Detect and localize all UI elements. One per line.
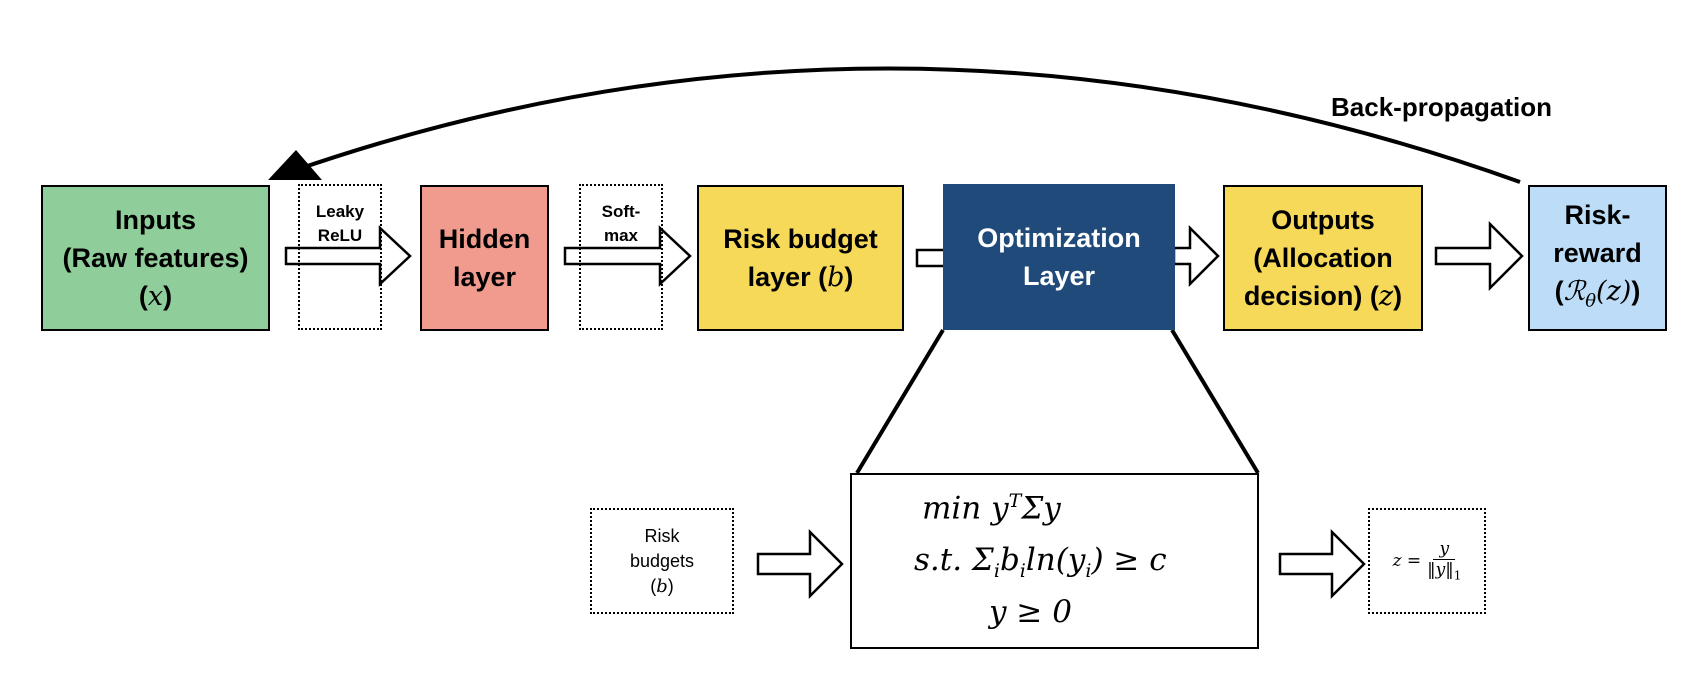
risk-budgets-open: ( [650, 575, 657, 596]
risk-budget-close: ) [844, 261, 854, 292]
formula-nonneg-text: y ≥ 0 [989, 594, 1072, 630]
outputs-line3: decision) (z) [1244, 277, 1402, 316]
zoom-line-right [1170, 328, 1260, 475]
softmax-box: Soft- max [579, 184, 663, 330]
inputs-node: Inputs (Raw features) (x) [41, 185, 270, 331]
arrow-outputs-to-riskreward [1434, 220, 1524, 292]
leaky-relu-line1: Leaky [315, 202, 365, 221]
normalization-den-text: ‖y‖ [1427, 560, 1454, 581]
arrow-optimization-to-outputs [1172, 224, 1220, 288]
optimization-formula-box [850, 473, 1259, 649]
formula-objective: min yTΣy [922, 490, 1061, 526]
inputs-var-x: x [147, 280, 164, 312]
backprop-arrowhead [268, 150, 322, 180]
normalization-lhs: z = [1392, 551, 1422, 571]
risk-reward-line2: reward [1553, 237, 1642, 268]
risk-reward-symbol: ℛ [1563, 275, 1586, 307]
formula-constraint-sub3: i [1085, 560, 1092, 583]
risk-budgets-box: Risk budgets (b) [590, 508, 734, 614]
risk-budget-var-b: b [827, 261, 845, 293]
normalization-box: z = y ‖y‖1 [1368, 508, 1486, 614]
leaky-relu-box: Leaky ReLU [298, 184, 382, 330]
normalization-fraction: y ‖y‖1 [1427, 539, 1461, 582]
arrow-riskbudget-to-optimization [915, 248, 947, 268]
normalization-denominator: ‖y‖1 [1427, 560, 1461, 582]
risk-budget-layer-node: Risk budget layer (b) [697, 185, 904, 331]
risk-reward-close: ) [1631, 275, 1641, 306]
risk-budgets-line3: (b) [650, 574, 674, 599]
softmax-line1: Soft- [601, 202, 641, 221]
inputs-variable: (x) [138, 280, 173, 312]
risk-reward-line1: Risk- [1564, 199, 1631, 230]
risk-budgets-line1: Risk [644, 525, 680, 546]
optimization-layer-node: Optimization Layer [943, 184, 1175, 330]
optimization-line2: Layer [1022, 261, 1096, 291]
outputs-var-z: z [1378, 280, 1394, 312]
backprop-arc [289, 66, 1521, 184]
formula-constraint-end: ) ≥ c [1091, 542, 1167, 578]
formula-constraint-st: s.t. Σ [914, 542, 994, 578]
formula-constraint-sub2: i [1019, 560, 1026, 583]
formula-nonneg: y ≥ 0 [989, 594, 1072, 630]
formula-constraint-b: b [999, 542, 1020, 578]
backprop-label: Back-propagation [1331, 92, 1553, 122]
risk-reward-node: Risk- reward (ℛθ(z)) [1528, 185, 1667, 331]
outputs-line3-text: decision) ( [1243, 280, 1379, 311]
outputs-close: ) [1393, 280, 1403, 311]
formula-objective-text: min y [922, 490, 1009, 527]
risk-budgets-line2: budgets [629, 550, 695, 571]
outputs-node: Outputs (Allocation decision) (z) [1223, 185, 1423, 331]
optimization-line1: Optimization [977, 223, 1141, 253]
formula-objective-sup: T [1008, 490, 1022, 512]
hidden-line1: Hidden [438, 224, 531, 254]
arrow-riskbudgets-to-formula [756, 528, 844, 600]
arrow-formula-to-normalization [1278, 528, 1366, 600]
formula-objective-rest: Σy [1021, 490, 1061, 527]
leaky-relu-line2: ReLU [317, 226, 363, 245]
outputs-line2: (Allocation [1253, 242, 1393, 273]
normalization-den-sub: 1 [1453, 568, 1462, 583]
inputs-title: Inputs [115, 204, 196, 235]
formula-constraint-sub1: i [993, 560, 1000, 583]
formula-constraint-ln: ln(y [1025, 542, 1086, 578]
risk-budget-line1: Risk budget [723, 223, 878, 254]
risk-budgets-close: ) [667, 575, 674, 596]
hidden-layer-node: Hidden layer [420, 185, 549, 331]
normalization-numerator: y [1433, 539, 1456, 561]
risk-reward-sub-theta: θ [1585, 290, 1597, 312]
risk-budget-line2-text: layer ( [747, 261, 828, 292]
inputs-subtitle: (Raw features) [62, 242, 249, 273]
softmax-line2: max [603, 226, 639, 245]
risk-reward-line3: (ℛθ(z)) [1555, 272, 1641, 320]
risk-budget-line2: layer (b) [748, 258, 854, 297]
hidden-line2: layer [452, 262, 517, 292]
risk-budgets-var-b: b [656, 575, 668, 597]
formula-constraint: s.t. Σibiln(yi) ≥ c [914, 542, 1167, 582]
risk-reward-arg: (z) [1596, 275, 1632, 307]
outputs-line1: Outputs [1271, 204, 1375, 235]
risk-reward-open: ( [1554, 275, 1564, 306]
zoom-line-left [855, 328, 945, 475]
